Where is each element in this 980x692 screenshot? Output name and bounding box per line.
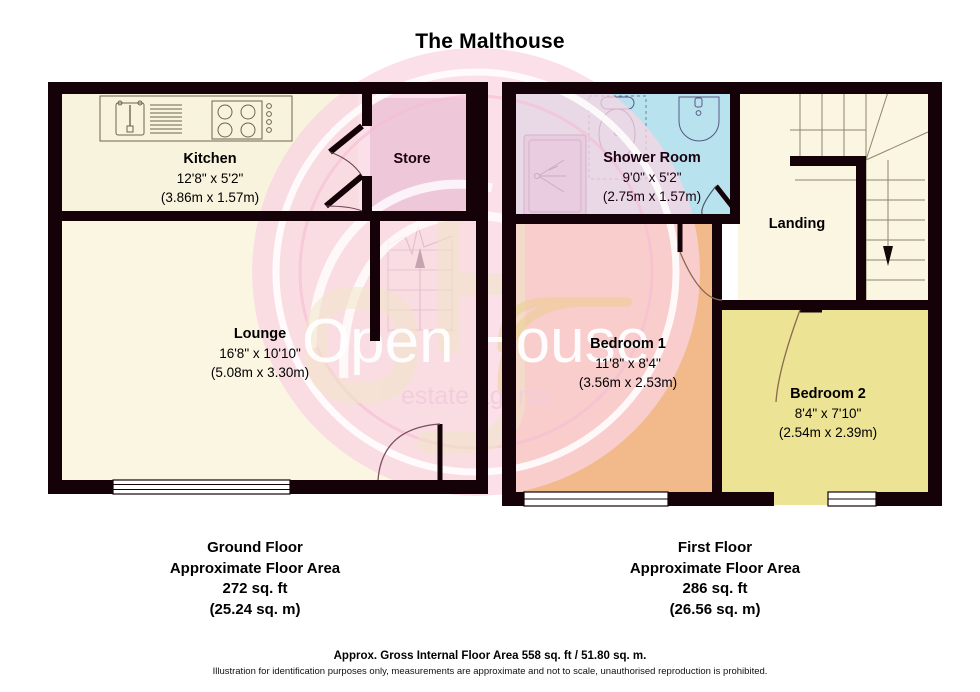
room-dim-metric-shower-room: (2.75m x 1.57m): [602, 189, 702, 204]
room-label-store: Store: [362, 150, 462, 169]
window-bedroom2-front: [827, 491, 877, 507]
room-name-store: Store: [393, 151, 431, 167]
room-dim-imperial-bedroom-1: 11'8" x 8'4": [595, 356, 661, 371]
kitchen-sink-icon: [115, 100, 182, 136]
room-name-lounge: Lounge: [233, 326, 287, 342]
room-label-bedroom-1: Bedroom 1 11'8" x 8'4" (3.56m x 2.53m): [528, 335, 728, 392]
room-dim-imperial-bedroom-2: 8'4" x 7'10": [794, 406, 862, 421]
page-title: The Malthouse: [415, 30, 565, 53]
door-shower-room: [701, 184, 740, 216]
room-dim-imperial-kitchen: 12'8" x 5'2": [176, 171, 244, 186]
disclaimer-text: Illustration for identification purposes…: [212, 666, 768, 677]
first-floor-caption-line-1: First Floor: [677, 539, 753, 556]
ground-floor-caption-line-2: Approximate Floor Area: [169, 559, 341, 577]
ground-floor-caption-line-1: Ground Floor: [207, 539, 303, 556]
room-dim-metric-bedroom-2: (2.54m x 2.39m): [778, 425, 878, 440]
door-store: [324, 173, 364, 212]
room-dim-metric-kitchen: (3.86m x 1.57m): [160, 190, 260, 205]
window-bedroom1-front: [523, 491, 669, 507]
room-name-bedroom-2: Bedroom 2: [790, 386, 866, 402]
room-name-landing: Landing: [768, 216, 826, 232]
ground-floor-caption: Ground Floor Approximate Floor Area 272 …: [130, 538, 380, 620]
room-name-kitchen: Kitchen: [183, 151, 237, 167]
room-dim-imperial-lounge: 16'8" x 10'10": [219, 346, 301, 361]
room-dim-imperial-shower-room: 9'0" x 5'2": [622, 170, 682, 185]
ground-floor-caption-line-3: 272 sq. ft: [222, 580, 288, 597]
room-name-bedroom-1: Bedroom 1: [590, 336, 666, 352]
room-dim-metric-bedroom-1: (3.56m x 2.53m): [578, 375, 678, 390]
first-floor-walls: [502, 82, 942, 506]
ground-floor-walls: [48, 82, 488, 494]
door-lounge-entry: [377, 423, 443, 481]
first-floor-caption-line-3: 286 sq. ft: [682, 580, 748, 597]
first-floor-caption-line-4: (26.56 sq. m): [669, 600, 761, 618]
first-floor-caption: First Floor Approximate Floor Area 286 s…: [580, 538, 850, 620]
room-label-landing: Landing: [742, 215, 852, 234]
room-label-lounge: Lounge 16'8" x 10'10" (5.08m x 3.30m): [150, 325, 370, 382]
room-label-kitchen: Kitchen 12'8" x 5'2" (3.86m x 1.57m): [110, 150, 310, 207]
door-bedroom2: [775, 307, 822, 403]
first-floor-caption-line-2: Approximate Floor Area: [629, 559, 801, 577]
window-lounge-front: [112, 479, 291, 495]
room-fill-bedroom2: [722, 308, 928, 505]
room-name-shower-room: Shower Room: [603, 150, 701, 166]
gross-area-text: Approx. Gross Internal Floor Area 558 sq…: [333, 650, 647, 662]
room-label-shower-room: Shower Room 9'0" x 5'2" (2.75m x 1.57m): [552, 149, 752, 206]
room-dim-metric-lounge: (5.08m x 3.30m): [210, 365, 310, 380]
room-label-bedroom-2: Bedroom 2 8'4" x 7'10" (2.54m x 2.39m): [728, 385, 928, 442]
door-kitchen: [328, 123, 364, 177]
ground-floor-caption-line-4: (25.24 sq. m): [209, 600, 301, 618]
